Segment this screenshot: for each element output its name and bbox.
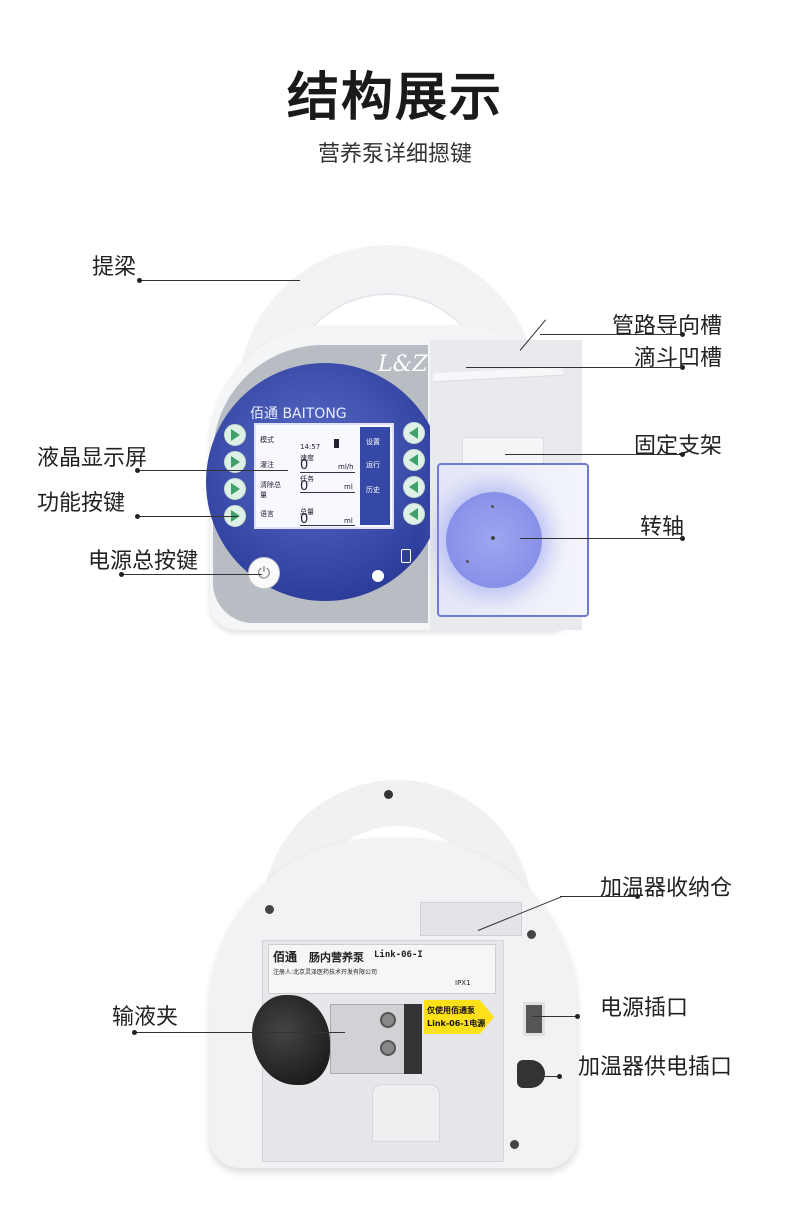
lcd-key-clear: 清除总量	[260, 481, 281, 499]
callout-power-key: 电源总按键	[88, 549, 199, 574]
lcd-speed-unit: ml/h	[338, 463, 354, 471]
softkey-right-4[interactable]	[403, 503, 425, 525]
callout-handle: 提梁	[92, 255, 137, 280]
lcd-screen: 模式 灌注 清除总量 语言 14:57 速度 0 ml/h 任务 0 ml 总量…	[254, 423, 394, 529]
power-socket[interactable]	[523, 1002, 545, 1036]
lcd-key-prime: 灌注	[260, 461, 274, 469]
softkey-left-1[interactable]	[224, 424, 246, 446]
plate-brand: 佰通	[273, 950, 298, 964]
clamp-knob[interactable]	[252, 995, 330, 1085]
lcd-key-history: 历史	[366, 486, 380, 494]
battery-indicator-icon	[401, 549, 411, 563]
plate-name: 肠内营养泵	[309, 951, 364, 964]
lz-logo: L&Z	[378, 352, 428, 377]
heater-power-socket[interactable]	[517, 1060, 545, 1088]
clamp-rail	[404, 1004, 422, 1074]
iv-pole-clamp	[330, 1004, 412, 1074]
lcd-key-mode: 模式	[260, 436, 274, 444]
nameplate: 佰通 肠内营养泵 Link-06-I 注册人:北京灵泽医药技术开发有限公司 IP…	[268, 944, 496, 994]
battery-cover	[372, 1084, 440, 1142]
callout-lcd: 液晶显示屏	[37, 446, 148, 471]
lcd-time: 14:57	[300, 443, 321, 451]
rotor-shaft	[446, 492, 542, 588]
drop-indicator-icon	[372, 570, 384, 582]
power-icon: ⏻	[257, 563, 271, 582]
callout-bracket: 固定支架	[634, 434, 723, 459]
lcd-task-label: 任务	[300, 475, 314, 483]
power-warning-sticker: 仅使用佰通泵 Link-06-1电源	[424, 1000, 494, 1034]
softkey-right-3[interactable]	[403, 476, 425, 498]
lcd-total-label: 总量	[300, 508, 314, 516]
lcd-total-unit: ml	[344, 517, 353, 525]
page-subtitle: 营养泵详细摁键	[317, 142, 472, 167]
plate-registrant: 注册人:北京灵泽医药技术开发有限公司	[273, 969, 378, 976]
callout-shaft: 转轴	[640, 515, 685, 540]
page-title: 结构展示	[286, 68, 503, 128]
power-button[interactable]: ⏻	[248, 557, 280, 589]
callout-function-keys: 功能按键	[37, 491, 126, 516]
callout-heater-socket: 加温器供电插口	[578, 1055, 733, 1080]
lcd-speed-value: 0	[300, 458, 309, 473]
warning-line-1: 仅使用佰通泵	[427, 1006, 475, 1015]
softkey-left-3[interactable]	[224, 478, 246, 500]
lcd-key-lang: 语言	[260, 510, 274, 518]
callout-power-socket: 电源插口	[600, 996, 689, 1021]
callout-heater-bay: 加温器收纳仓	[600, 876, 733, 901]
softkey-right-1[interactable]	[403, 422, 425, 444]
lcd-key-settings: 设置	[366, 438, 380, 446]
lcd-total-value: 0	[300, 512, 309, 527]
plate-ip-rating: IPX1	[455, 979, 471, 987]
callout-clamp: 输液夹	[112, 1005, 179, 1030]
lcd-task-unit: ml	[344, 483, 353, 491]
callout-tube-guide: 管路导向槽	[612, 314, 723, 339]
softkey-left-2[interactable]	[224, 451, 246, 473]
callout-drip-groove: 滴斗凹槽	[634, 346, 723, 371]
brand-mark: 佰通 BAITONG	[250, 406, 347, 422]
softkey-right-2[interactable]	[403, 449, 425, 471]
plate-model: Link-06-I	[374, 950, 423, 960]
lcd-key-run: 运行	[366, 461, 380, 469]
lcd-speed-label: 速度	[300, 454, 314, 462]
lcd-task-value: 0	[300, 479, 309, 494]
warning-line-2: Link-06-1电源	[427, 1019, 486, 1028]
screw-hole	[384, 790, 393, 799]
